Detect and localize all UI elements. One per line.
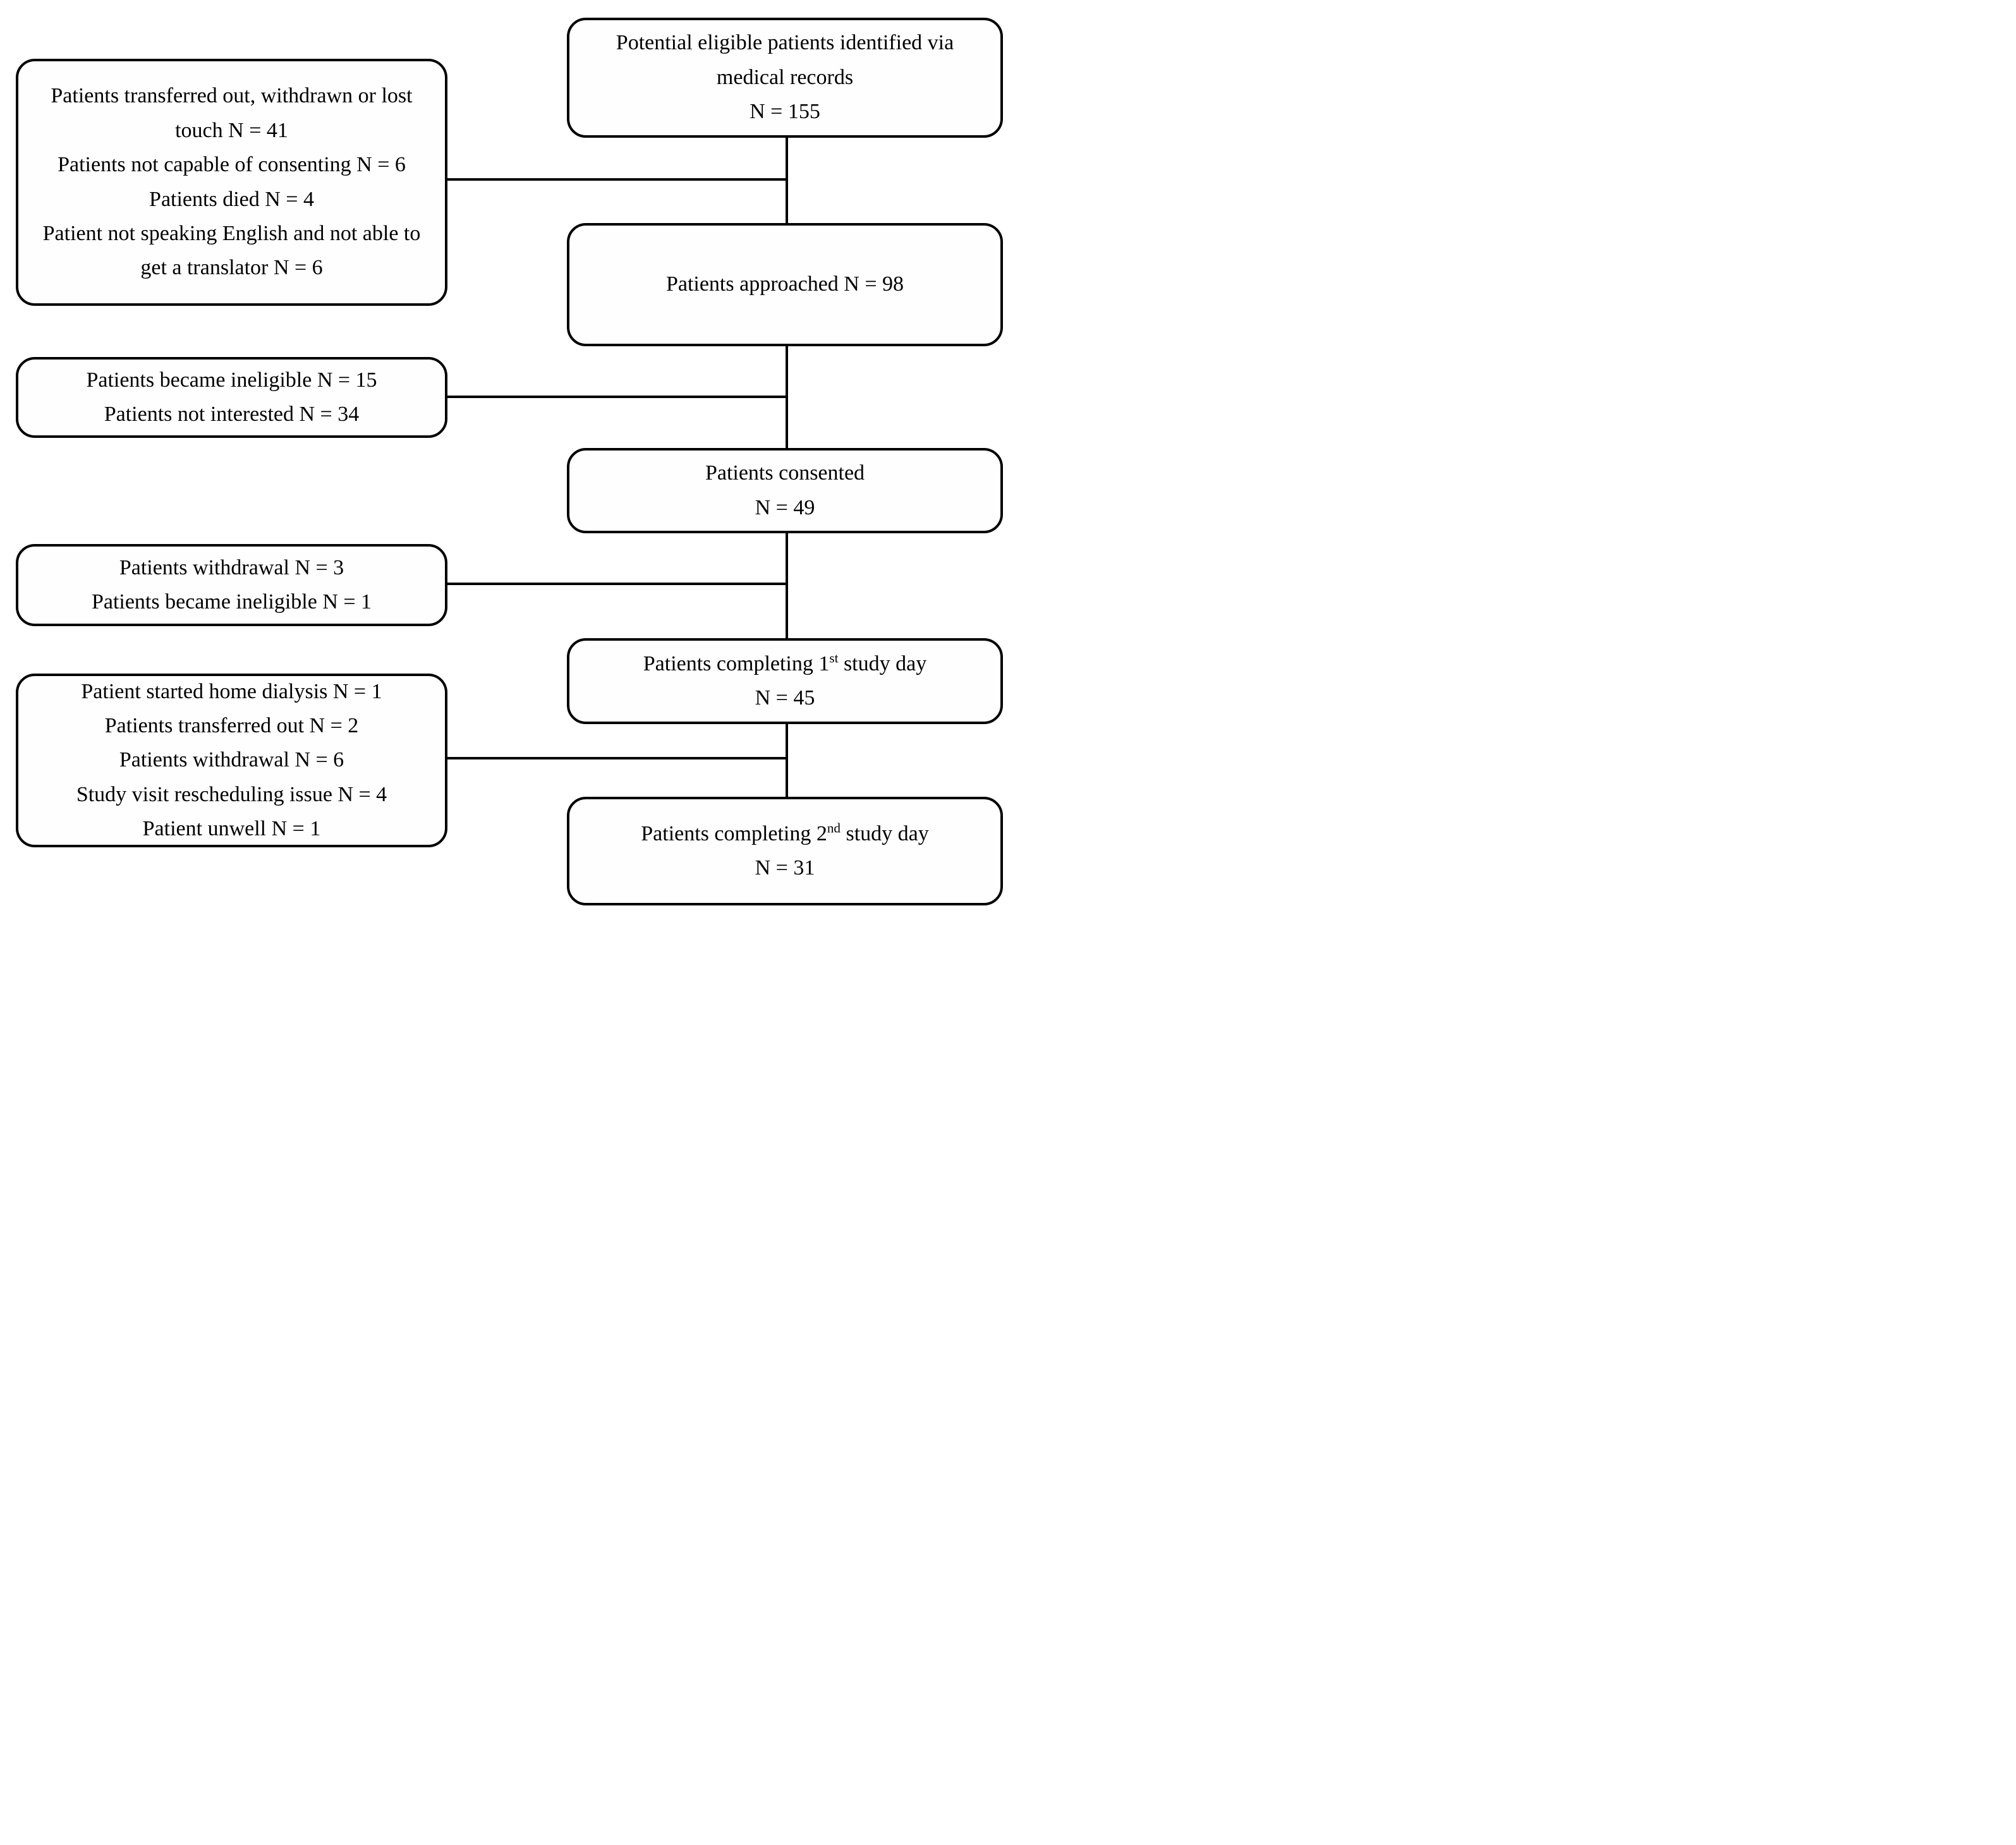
exclusion-item: Patients not interested N = 34 [104, 402, 360, 426]
flow-box-identified-text: Potential eligible patients identified v… [616, 31, 954, 89]
exclusion-item: Patients died N = 4 [149, 187, 314, 211]
trunk-line-approached-to-consented [786, 346, 788, 448]
flow-box-first-study-day: Patients completing 1st study day N = 45 [567, 638, 1003, 724]
exclusion-item: Study visit rescheduling issue N = 4 [76, 782, 387, 806]
exclusion-item: Patients not capable of consenting N = 6 [58, 153, 406, 177]
exclusion-item: Patient not speaking English and not abl… [42, 221, 421, 280]
flow-box-second-study-day-text: Patients completing 2nd study day [641, 820, 929, 845]
branch-line-before-first-day [446, 583, 787, 585]
exclusion-item: Patients became ineligible N = 1 [91, 590, 372, 614]
enrollment-flowchart: Potential eligible patients identified v… [0, 0, 1008, 922]
branch-line-before-consent [446, 396, 787, 398]
exclusion-item: Patients became ineligible N = 15 [86, 368, 377, 392]
flow-box-identified: Potential eligible patients identified v… [567, 18, 1003, 138]
trunk-line-consented-to-first-day [786, 533, 788, 638]
flow-box-first-study-day-text: Patients completing 1st study day [643, 650, 927, 675]
exclusion-item: Patients withdrawal N = 6 [119, 748, 344, 772]
exclusion-item: Patients withdrawal N = 3 [119, 555, 344, 579]
exclusion-item: Patient unwell N = 1 [142, 817, 321, 841]
ordinal-superscript: nd [827, 820, 841, 836]
branch-line-before-second-day [446, 757, 787, 759]
exclusion-box-before-second-day: Patient started home dialysis N = 1 Pati… [16, 674, 447, 847]
exclusion-item: Patients transferred out N = 2 [104, 713, 359, 737]
flow-box-second-study-day: Patients completing 2nd study day N = 31 [567, 797, 1003, 905]
flow-box-approached: Patients approached N = 98 [567, 223, 1003, 346]
exclusion-item: Patient started home dialysis N = 1 [81, 679, 382, 703]
flow-box-consented: Patients consented N = 49 [567, 448, 1003, 533]
flow-box-identified-n: N = 155 [750, 100, 820, 124]
exclusion-item: Patients transferred out, withdrawn or l… [51, 84, 413, 142]
flow-box-approached-text: Patients approached N = 98 [665, 272, 904, 296]
flow-box-second-study-day-n: N = 31 [755, 856, 815, 880]
trunk-line-first-day-to-second-day [786, 723, 788, 797]
exclusion-box-before-first-day: Patients withdrawal N = 3 Patients becam… [16, 544, 447, 626]
exclusion-box-before-approach: Patients transferred out, withdrawn or l… [16, 59, 447, 306]
flow-box-consented-n: N = 49 [755, 495, 815, 519]
flow-box-first-study-day-n: N = 45 [755, 686, 815, 710]
branch-line-before-approach [446, 178, 787, 181]
flow-box-consented-text: Patients consented [705, 461, 865, 485]
ordinal-superscript: st [829, 650, 839, 666]
exclusion-box-before-consent: Patients became ineligible N = 15 Patien… [16, 357, 447, 438]
trunk-line-identified-to-approached [786, 137, 788, 223]
